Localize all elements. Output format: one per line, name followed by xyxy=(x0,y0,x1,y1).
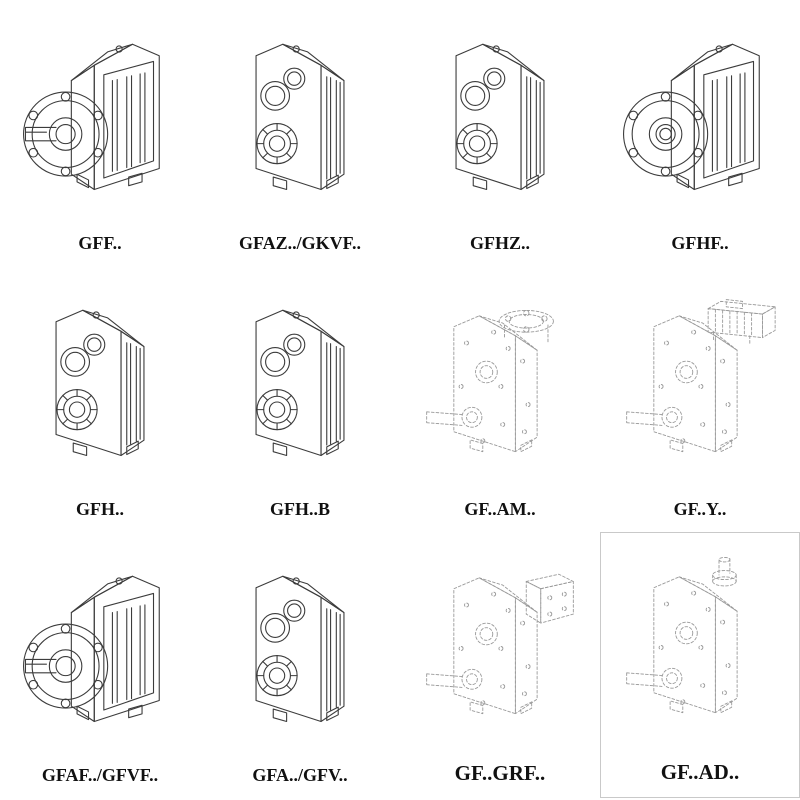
product-cell-gfaf-gfvf: GFAF../GFVF.. xyxy=(0,532,200,798)
product-label: GFAF../GFVF.. xyxy=(41,765,159,785)
product-label: GF..AM.. xyxy=(464,499,536,519)
gearbox-bores-drawing xyxy=(214,23,386,227)
product-label: GFAZ../GKVF.. xyxy=(238,233,361,253)
gearbox-flange-shaft-drawing xyxy=(14,555,186,759)
gearbox-flange-shaft-drawing xyxy=(14,23,186,227)
product-label: GFH.. xyxy=(76,499,124,519)
product-cell-gfh: GFH.. xyxy=(0,266,200,532)
product-cell-gf-am: GF..AM.. xyxy=(400,266,600,532)
product-cell-gfaz-gkvf: GFAZ../GKVF.. xyxy=(200,0,400,266)
product-cell-gf-ad: GF..AD.. xyxy=(600,532,800,798)
product-cell-gfhz: GFHZ.. xyxy=(400,0,600,266)
product-label: GFHF.. xyxy=(671,233,729,253)
product-label: GFHZ.. xyxy=(469,233,530,253)
gearbox-ghost-adapter-drawing xyxy=(414,551,586,755)
product-cell-gff: GFF.. xyxy=(0,0,200,266)
product-label: GFF.. xyxy=(78,233,122,253)
product-label: GF..GRF.. xyxy=(454,761,546,785)
product-cell-gfhf: GFHF.. xyxy=(600,0,800,266)
gearbox-bores-drawing xyxy=(14,289,186,493)
product-label: GFA../GFV.. xyxy=(252,765,348,785)
product-label: GFH..B xyxy=(269,499,330,519)
product-label: GF..Y.. xyxy=(673,499,727,519)
product-cell-gfh-b: GFH..B xyxy=(200,266,400,532)
gearbox-bores-drawing xyxy=(414,23,586,227)
gearbox-flange-drawing xyxy=(614,23,786,227)
product-cell-gf-y: GF..Y.. xyxy=(600,266,800,532)
gearbox-ghost-top-shaft-drawing xyxy=(614,550,786,754)
product-cell-gfa-gfv: GFA../GFV.. xyxy=(200,532,400,798)
product-cell-gf-grf: GF..GRF.. xyxy=(400,532,600,798)
product-label: GF..AD.. xyxy=(660,760,740,784)
gearbox-ghost-motor-drawing xyxy=(614,289,786,493)
gearbox-ghost-top-flange-drawing xyxy=(414,289,586,493)
gearbox-bores-drawing xyxy=(214,289,386,493)
gearbox-bores-drawing xyxy=(214,555,386,759)
